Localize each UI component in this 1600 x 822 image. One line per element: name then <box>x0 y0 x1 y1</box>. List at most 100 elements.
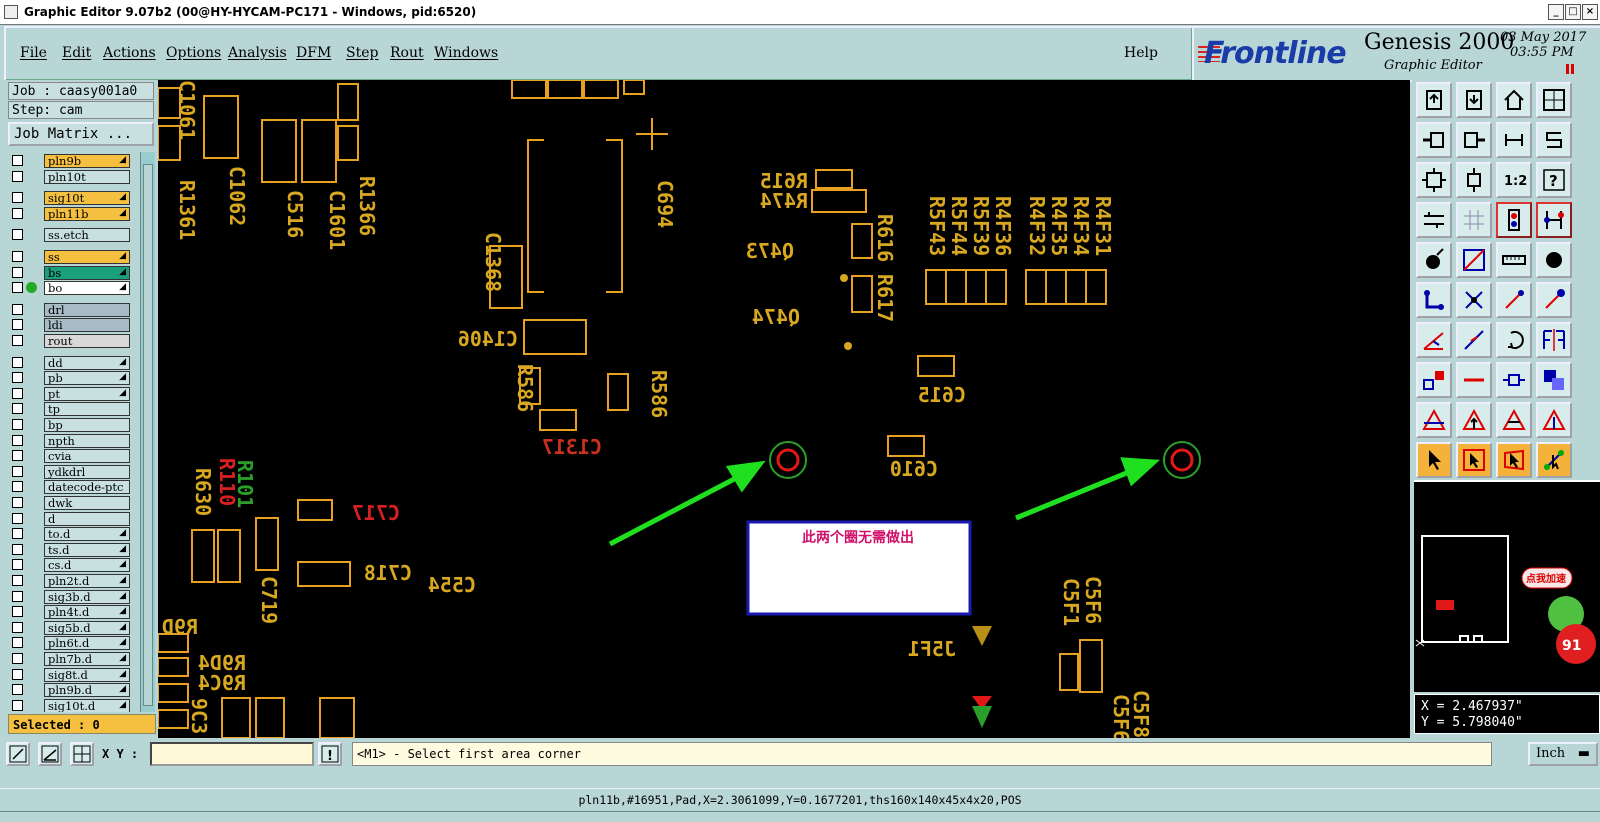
layer-name[interactable]: sig8t.d <box>44 667 130 682</box>
layer-checkbox[interactable] <box>12 356 23 368</box>
pointer-box-icon[interactable] <box>1456 442 1492 478</box>
menu-help[interactable]: Help <box>1124 45 1158 61</box>
layer-name[interactable]: pln9b.d <box>44 683 130 698</box>
move-icon[interactable] <box>1496 282 1532 318</box>
layer-name[interactable]: pt <box>44 386 130 401</box>
pad-add-icon[interactable] <box>1416 242 1452 278</box>
layer-row[interactable]: bs◢ <box>8 265 136 280</box>
layer-name[interactable]: d <box>44 511 130 526</box>
resize-icon[interactable] <box>1496 362 1532 398</box>
layer-checkbox[interactable] <box>12 481 23 493</box>
layer-row[interactable]: npth <box>8 433 136 448</box>
layer-checkbox[interactable] <box>12 575 23 586</box>
layer-row[interactable]: cvia <box>8 449 136 464</box>
pointer-net-icon[interactable] <box>1536 442 1572 478</box>
layer-row[interactable]: ts.d◢ <box>8 542 136 557</box>
pointer-icon[interactable] <box>1416 442 1452 478</box>
layer-row[interactable]: pt◢ <box>8 386 136 401</box>
layer-checkbox[interactable] <box>12 434 23 446</box>
snap-mode-icon[interactable] <box>6 742 30 766</box>
layer-name[interactable]: bp <box>44 418 130 432</box>
dot-icon[interactable] <box>1536 242 1572 278</box>
snap-icon[interactable] <box>1416 362 1452 398</box>
menu-options[interactable]: Options <box>166 45 222 61</box>
menu-actions[interactable]: Actions <box>103 45 156 61</box>
layer-name[interactable]: npth <box>44 433 130 448</box>
rotate-icon[interactable] <box>1496 322 1532 358</box>
triangle-measure-icon[interactable] <box>1496 402 1532 438</box>
layer-name[interactable]: pln10t <box>44 169 130 184</box>
s-curve-icon[interactable] <box>1536 122 1572 158</box>
menu-windows[interactable]: Windows <box>434 45 499 61</box>
layer-name[interactable]: rout <box>44 334 130 348</box>
layer-checkbox[interactable] <box>12 387 23 399</box>
triangle-net-icon[interactable] <box>1536 402 1572 438</box>
job-matrix-button[interactable]: Job Matrix ... <box>8 122 154 146</box>
menu-dfm[interactable]: DFM <box>296 45 332 61</box>
units-select[interactable]: Inch ▬ <box>1528 742 1598 766</box>
layer-checkbox[interactable] <box>12 192 23 204</box>
copy-icon[interactable] <box>1536 282 1572 318</box>
minimize-button[interactable]: _ <box>1548 4 1564 20</box>
layer-row[interactable]: ydkdrl <box>8 464 136 479</box>
close-button[interactable]: × <box>1582 4 1598 20</box>
layer-row[interactable]: dwk <box>8 496 136 510</box>
layer-checkbox[interactable] <box>12 419 23 430</box>
menu-analysis[interactable]: Analysis <box>228 45 287 61</box>
triangle-arrow-icon[interactable] <box>1456 402 1492 438</box>
zoom-home-up-button[interactable] <box>1416 82 1452 118</box>
scroll-thumb[interactable] <box>143 164 153 706</box>
layer-name[interactable]: sig10t.d <box>44 698 130 712</box>
layer-name[interactable]: cvia <box>44 449 130 464</box>
layer-checkbox[interactable] <box>12 282 23 294</box>
pause-icon[interactable] <box>1566 64 1574 74</box>
horizontal-line-icon[interactable] <box>1456 362 1492 398</box>
layer-checkbox[interactable] <box>12 450 23 462</box>
layer-row[interactable]: ss◢ <box>8 250 136 264</box>
layer-row[interactable]: to.d◢ <box>8 527 136 542</box>
layer-checkbox[interactable] <box>12 590 23 602</box>
layer-row[interactable]: sig10t◢ <box>8 191 136 206</box>
layer-row[interactable]: sig10t.d◢ <box>8 698 136 712</box>
layer-name[interactable]: pln6t.d <box>44 636 130 651</box>
layer-row[interactable]: ss.etch <box>8 228 136 243</box>
layer-row[interactable]: pln9b.d◢ <box>8 683 136 698</box>
angle-icon[interactable] <box>1416 322 1452 358</box>
layer-checkbox[interactable] <box>12 559 23 571</box>
zoom-vertical-icon[interactable] <box>1456 162 1492 198</box>
layer-name[interactable]: sig3b.d <box>44 589 130 604</box>
layer-checkbox[interactable] <box>12 207 23 219</box>
layer-row[interactable]: bo◢ <box>8 281 136 296</box>
grid-mode-icon[interactable] <box>70 742 94 766</box>
layer-row[interactable]: drl <box>8 302 136 317</box>
layer-row[interactable]: ldi <box>8 318 136 333</box>
cross-icon[interactable] <box>1456 282 1492 318</box>
redraw-icon[interactable] <box>1496 122 1532 158</box>
layer-checkbox[interactable] <box>12 403 23 415</box>
app-icon[interactable] <box>4 5 18 19</box>
layer-row[interactable]: d <box>8 511 136 526</box>
zoom-fit-icon[interactable] <box>1416 162 1452 198</box>
layer-row[interactable]: pln11b◢ <box>8 206 136 221</box>
layer-row[interactable]: dd◢ <box>8 355 136 370</box>
layer-name[interactable]: ldi <box>44 318 130 333</box>
layer-name[interactable]: pln11b <box>44 206 130 221</box>
layer-row[interactable]: tp <box>8 402 136 417</box>
window-icon[interactable] <box>1536 82 1572 118</box>
layer-name[interactable]: ydkdrl <box>44 464 130 479</box>
angle-mode-icon[interactable] <box>38 742 62 766</box>
layer-checkbox[interactable] <box>12 497 23 508</box>
duplicate-icon[interactable] <box>1536 362 1572 398</box>
measure-icon[interactable] <box>1496 242 1532 278</box>
layer-name[interactable]: ts.d <box>44 542 130 557</box>
layer-checkbox[interactable] <box>12 251 23 262</box>
layer-name[interactable]: bs <box>44 265 130 280</box>
help-icon[interactable]: ? <box>1536 162 1572 198</box>
layer-checkbox[interactable] <box>12 372 23 384</box>
graphic-canvas[interactable]: C1061 R1361 C1062 C516 C1601 R1366 C694 … <box>158 80 1410 738</box>
layer-row[interactable]: sig3b.d◢ <box>8 589 136 604</box>
triangle-select-icon[interactable] <box>1416 402 1452 438</box>
pan-left-icon[interactable] <box>1416 122 1452 158</box>
layer-name[interactable]: drl <box>44 302 130 317</box>
layer-checkbox[interactable] <box>12 637 23 649</box>
